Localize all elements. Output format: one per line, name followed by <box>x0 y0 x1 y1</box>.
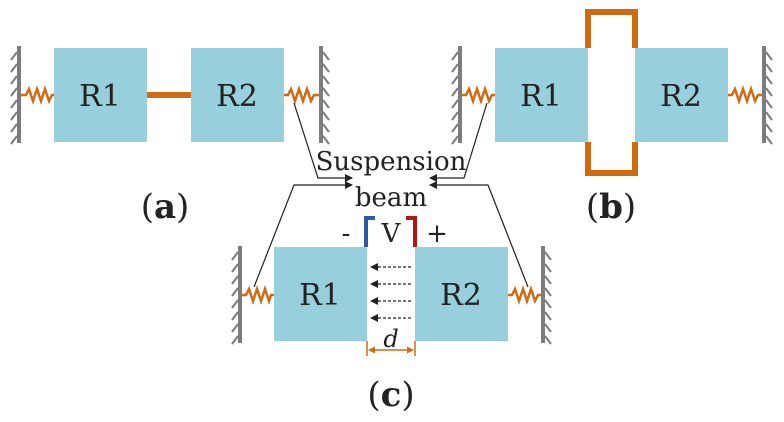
coupling-frame-b <box>585 9 638 176</box>
wall-left-c <box>231 246 242 345</box>
wall-hatch <box>10 51 18 145</box>
voltage-label: V <box>381 219 402 249</box>
gap-label: d <box>383 325 398 353</box>
panel-b: R1 R2 (b) <box>451 9 773 227</box>
suspension-beam-annotation: Suspension beam <box>253 102 529 288</box>
spring-left-a <box>21 85 54 105</box>
annotation-line2: beam <box>355 183 427 213</box>
wall-right-a <box>319 46 330 145</box>
minus-sign: - <box>342 219 351 249</box>
resonator-r2-c-label: R2 <box>440 278 482 313</box>
resonator-r1-a-label: R1 <box>79 79 121 114</box>
caption-c: (c) <box>367 375 414 415</box>
caption-a: (a) <box>141 187 190 227</box>
wall-hatch <box>765 51 773 145</box>
resonator-r1-c <box>274 247 367 341</box>
resonator-r2-a <box>191 48 284 142</box>
spring-right-c <box>508 285 541 305</box>
wall-right-c <box>541 246 552 345</box>
coupling-beam-a <box>147 92 191 98</box>
leader-a-spring <box>293 102 353 182</box>
wall-left-a <box>10 46 21 145</box>
resonator-r1-a <box>54 48 147 142</box>
wall-hatch <box>322 51 330 145</box>
annotation-line1: Suspension <box>316 147 467 177</box>
wall-hatch <box>544 251 552 345</box>
panel-a: R1 R2 (a) <box>10 46 330 227</box>
spring-right-b <box>728 85 762 105</box>
leader-c-left-spring <box>253 181 353 288</box>
gap-dimension <box>366 341 416 356</box>
spring-left-c <box>242 285 274 305</box>
resonator-r2-b-label: R2 <box>660 79 702 114</box>
resonator-r1-c-label: R1 <box>299 278 341 313</box>
wall-right-b <box>762 46 773 145</box>
wall-hatch <box>451 51 459 145</box>
plus-sign: + <box>426 219 448 249</box>
electrode-negative <box>364 216 375 247</box>
resonator-r1-b-label: R1 <box>520 79 562 114</box>
wall-hatch <box>231 251 239 345</box>
electrode-positive <box>406 216 417 247</box>
resonator-r2-b <box>635 48 728 142</box>
resonator-r2-a-label: R2 <box>216 79 258 114</box>
spring-left-b <box>462 85 495 105</box>
leader-b-spring <box>429 102 488 182</box>
panel-c: R1 R2 V - + d (c) <box>231 216 552 415</box>
resonator-r1-b <box>495 48 588 142</box>
caption-b: (b) <box>586 187 636 227</box>
leader-c-right-spring <box>429 181 529 288</box>
wall-left-b <box>451 46 462 145</box>
resonator-r2-c <box>415 247 508 341</box>
spring-right-a <box>284 85 319 105</box>
field-arrows <box>370 263 411 322</box>
